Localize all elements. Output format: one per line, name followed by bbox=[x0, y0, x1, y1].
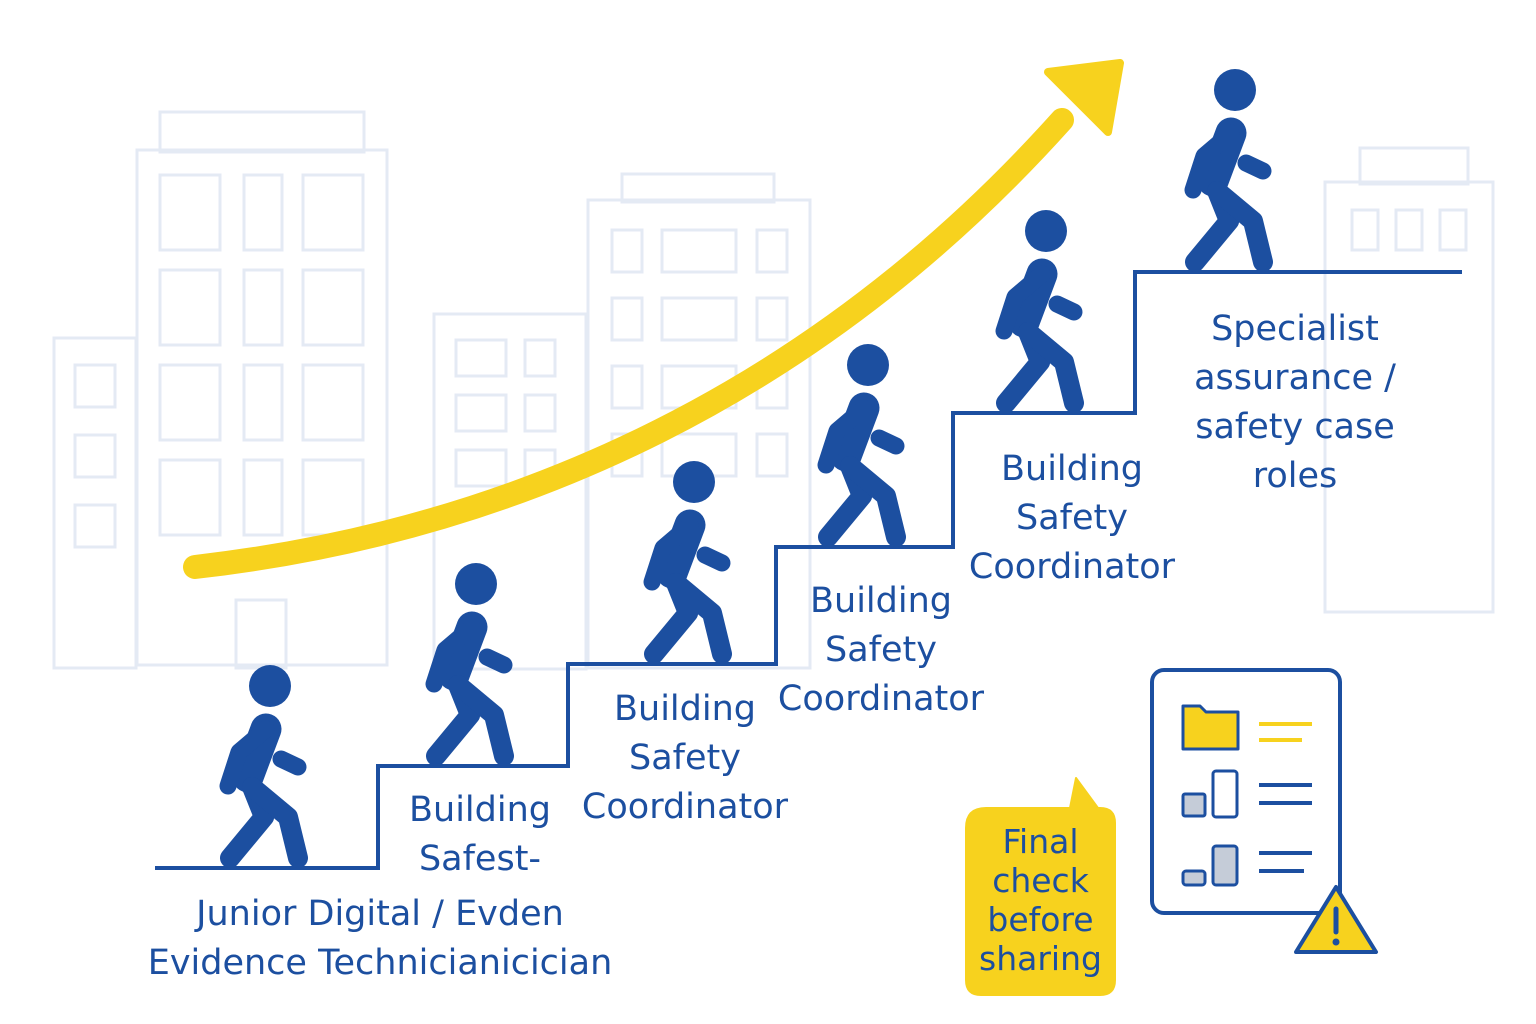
step-3-label: Building Safety Coordinator bbox=[560, 685, 810, 832]
step-1-label: Junior Digital / Evden Evidence Technici… bbox=[100, 890, 660, 988]
step-5-line-3: Coordinator bbox=[968, 547, 1176, 587]
walking-person-icon bbox=[434, 563, 504, 756]
step-1-line-2: Evidence Technicianicician bbox=[147, 943, 613, 983]
step-6-line-2: assurance / bbox=[1194, 358, 1396, 398]
step-3-line-1: Building bbox=[614, 689, 756, 729]
walking-person-icon bbox=[826, 344, 896, 537]
callout-text: Final check before sharing bbox=[966, 822, 1115, 978]
step-6-line-4: roles bbox=[1252, 456, 1338, 496]
callout-line-3: before bbox=[987, 900, 1094, 939]
step-4-line-1: Building bbox=[810, 581, 952, 621]
callout-line-2: check bbox=[992, 861, 1089, 900]
step-2-line-2: Safest- bbox=[418, 839, 542, 879]
step-2-line-1: Building bbox=[409, 790, 551, 830]
step-5-label: Building Safety Coordinator bbox=[947, 445, 1197, 592]
step-6-line-1: Specialist bbox=[1211, 309, 1379, 349]
callout-line-1: Final bbox=[1002, 822, 1079, 861]
step-4-line-3: Coordinator bbox=[777, 679, 985, 719]
upward-arrow-icon bbox=[183, 59, 1124, 579]
staircase-line bbox=[155, 270, 1462, 870]
walking-person-icon bbox=[1193, 69, 1263, 262]
step-5-line-2: Safety bbox=[1016, 498, 1128, 538]
folder-icon bbox=[1181, 704, 1240, 751]
step-3-line-2: Safety bbox=[629, 738, 741, 778]
step-3-line-3: Coordinator bbox=[581, 787, 789, 827]
step-6-label: Specialist assurance / safety case roles bbox=[1160, 305, 1430, 501]
city-skyline-background bbox=[52, 110, 1495, 671]
step-2-label: Building Safest- bbox=[380, 786, 580, 884]
walking-person-icon bbox=[652, 461, 722, 654]
step-4-line-2: Safety bbox=[825, 630, 937, 670]
walking-person-icon bbox=[228, 665, 298, 858]
walking-person-icon bbox=[1004, 210, 1074, 403]
step-5-line-1: Building bbox=[1001, 449, 1143, 489]
callout-bubble bbox=[965, 777, 1116, 996]
step-1-line-1: Junior Digital / Evden bbox=[196, 894, 564, 934]
step-6-line-3: safety case bbox=[1195, 407, 1395, 447]
document-checklist-icon bbox=[1150, 668, 1342, 915]
callout-line-4: sharing bbox=[979, 939, 1102, 978]
step-4-label: Building Safety Coordinator bbox=[756, 577, 1006, 724]
warning-triangle-icon bbox=[1294, 885, 1378, 954]
